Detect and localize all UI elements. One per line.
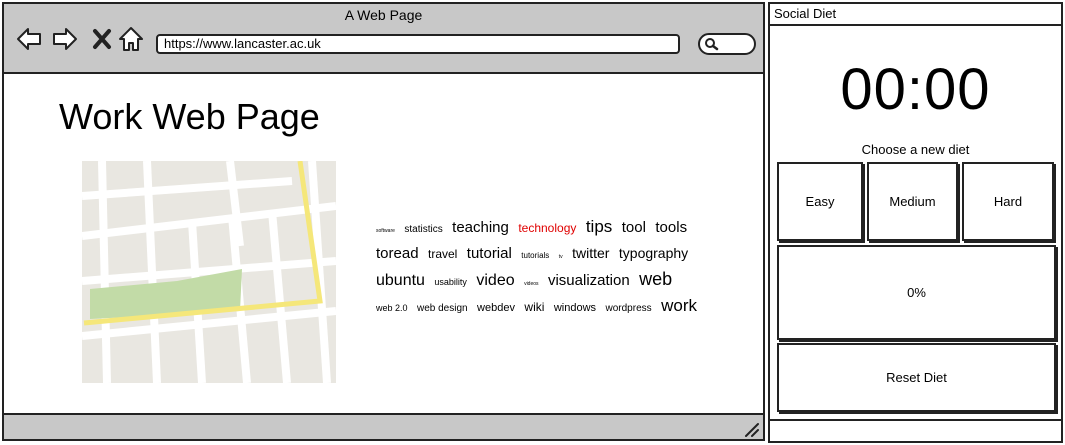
tag-link[interactable]: technology	[518, 221, 577, 235]
browser-toolbar: A Web Page https://www.lancaster.ac.uk	[4, 4, 763, 74]
reset-diet-button[interactable]: Reset Diet	[777, 343, 1056, 412]
tag-link[interactable]: windows	[553, 302, 597, 314]
timer-display: 00:00	[840, 57, 991, 122]
tag-link[interactable]: web 2.0	[376, 303, 408, 313]
tag-link[interactable]: web	[639, 269, 673, 289]
tag-link[interactable]: tv	[558, 254, 563, 260]
browser-status-bar	[4, 413, 763, 439]
panel-title: Social Diet	[770, 4, 1061, 26]
tag-link[interactable]: usability	[434, 277, 467, 287]
tag-link[interactable]: twitter	[572, 245, 610, 261]
map-image	[82, 161, 336, 383]
tag-link[interactable]: ubuntu	[376, 272, 425, 289]
hard-diet-button[interactable]: Hard	[962, 162, 1054, 241]
social-diet-panel: Social Diet 00:00 Choose a new diet Easy…	[768, 2, 1063, 443]
search-button[interactable]	[698, 33, 756, 55]
choose-diet-label: Choose a new diet	[861, 142, 970, 157]
home-icon[interactable]	[118, 26, 144, 52]
tag-link[interactable]: software	[376, 228, 395, 234]
tag-link[interactable]: work	[661, 296, 697, 315]
tag-link[interactable]: web design	[416, 303, 468, 314]
tag-link[interactable]: wordpress	[605, 303, 652, 314]
tag-link[interactable]: tutorials	[521, 251, 550, 260]
medium-diet-button[interactable]: Medium	[867, 162, 958, 241]
window-title: A Web Page	[344, 7, 423, 23]
tag-link[interactable]: videos	[524, 281, 539, 287]
tag-link[interactable]: travel	[428, 247, 458, 261]
progress-display: 0%	[777, 245, 1056, 340]
tag-link[interactable]: tools	[655, 219, 688, 236]
tag-link[interactable]: wiki	[524, 300, 545, 314]
tag-link[interactable]: visualization	[547, 272, 630, 289]
tag-link[interactable]: tips	[585, 217, 613, 236]
page-title: Work Web Page	[59, 96, 320, 137]
back-arrow-icon[interactable]	[16, 26, 42, 52]
search-icon	[705, 38, 719, 51]
tag-cloud: software statistics teaching technology …	[376, 216, 712, 320]
tag-link[interactable]: tutorial	[466, 245, 512, 262]
resize-grip-icon[interactable]	[743, 421, 759, 437]
easy-diet-button[interactable]: Easy	[777, 162, 863, 241]
tag-link[interactable]: typography	[618, 245, 689, 261]
tag-link[interactable]: toread	[376, 245, 419, 262]
tag-link[interactable]: video	[476, 272, 515, 289]
tag-link[interactable]: tool	[621, 219, 646, 236]
url-text: https://www.lancaster.ac.uk	[164, 36, 321, 51]
tag-link[interactable]: teaching	[452, 219, 509, 236]
tag-link[interactable]: webdev	[477, 302, 515, 314]
web-page-content: Work Web Page software statistics teachi…	[4, 74, 763, 415]
address-bar[interactable]: https://www.lancaster.ac.uk	[156, 34, 680, 54]
forward-arrow-icon[interactable]	[52, 26, 78, 52]
panel-footer	[770, 419, 1061, 441]
browser-window: A Web Page https://www.lancaster.ac.uk W…	[2, 2, 765, 441]
close-x-icon[interactable]	[90, 26, 116, 52]
tag-link[interactable]: statistics	[404, 224, 443, 235]
